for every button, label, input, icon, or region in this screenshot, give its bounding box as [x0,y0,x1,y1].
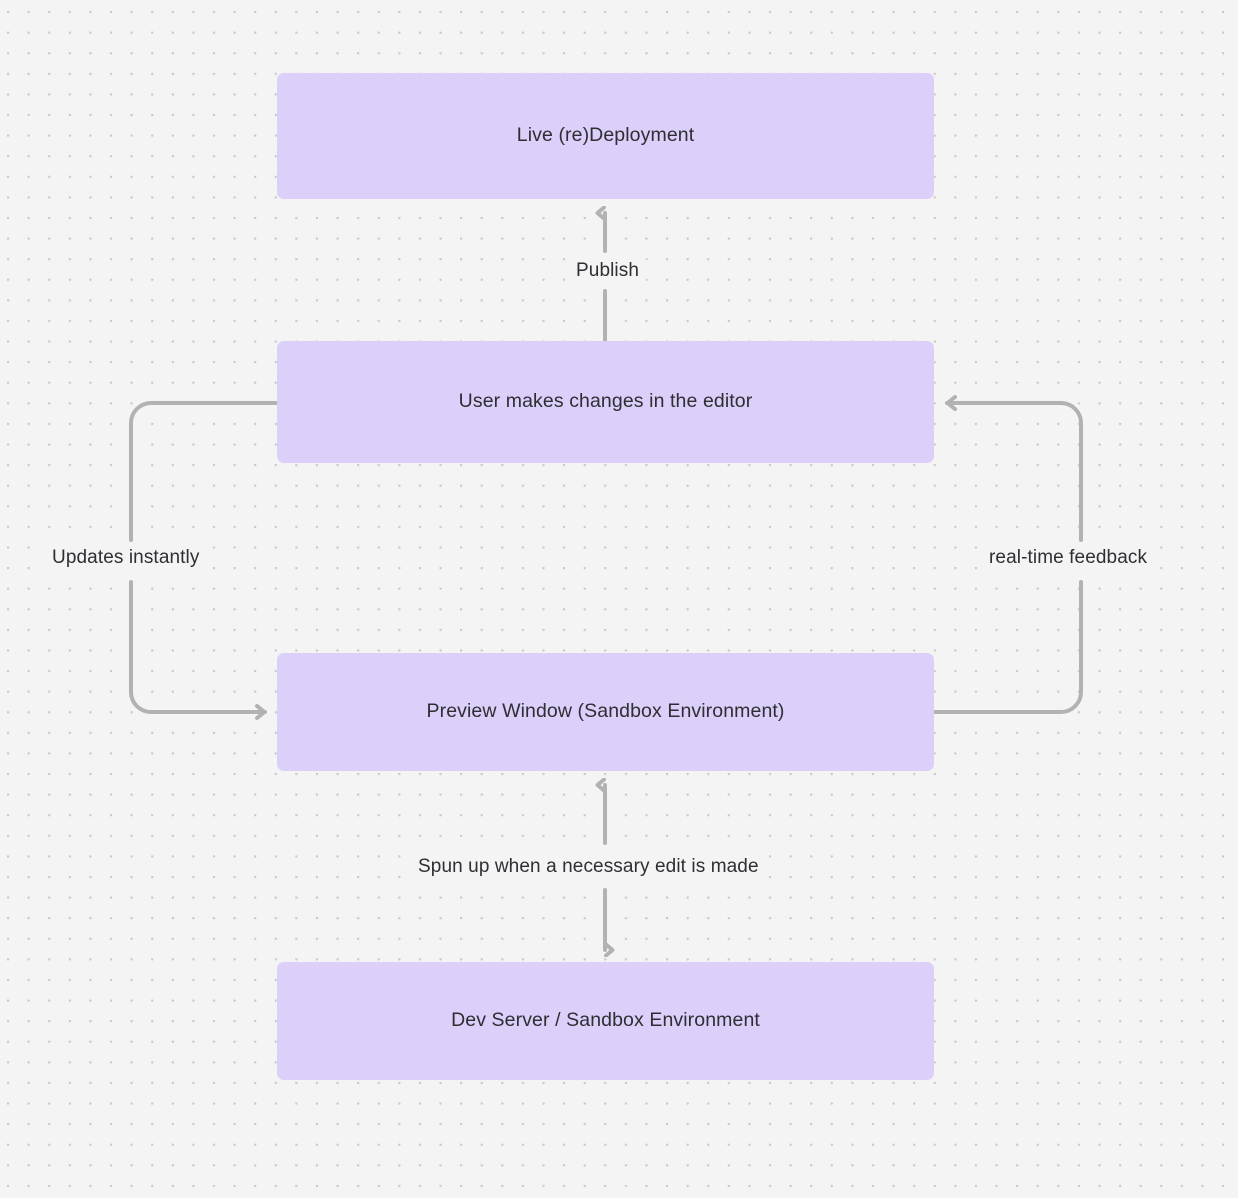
node-dev-server[interactable]: Dev Server / Sandbox Environment [277,962,934,1080]
node-user-editor-label: User makes changes in the editor [458,390,753,413]
node-live-deployment-label: Live (re)Deployment [516,124,695,147]
node-live-deployment[interactable]: Live (re)Deployment [277,73,934,199]
node-preview-window[interactable]: Preview Window (Sandbox Environment) [277,653,934,771]
edge-label-spun-up: Spun up when a necessary edit is made [411,854,766,880]
node-dev-server-label: Dev Server / Sandbox Environment [451,1009,760,1032]
edge-label-real-time-feedback: real-time feedback [982,545,1155,571]
node-preview-window-label: Preview Window (Sandbox Environment) [426,700,785,723]
node-user-editor[interactable]: User makes changes in the editor [277,341,934,463]
edge-label-publish: Publish [569,258,647,284]
edge-label-updates-instantly: Updates instantly [45,545,207,571]
